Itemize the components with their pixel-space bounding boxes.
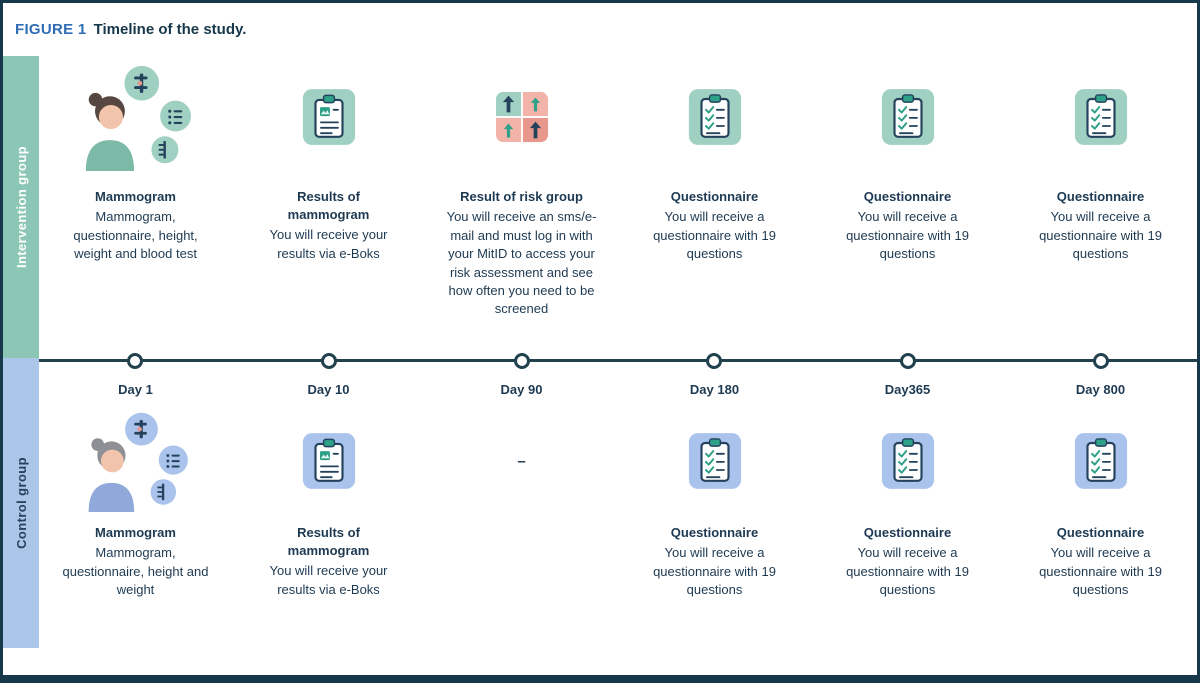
control-cell-day180: Questionnaire You will receive a questio… (618, 410, 811, 648)
day-label: Day 180 (689, 381, 740, 397)
mammogram-person-icon (78, 63, 194, 171)
intervention-cell-day90: Result of risk group You will receive an… (425, 56, 618, 358)
cell-heading: Result of risk group (460, 189, 583, 204)
questionnaire-icon (881, 432, 935, 490)
cell-body: You will receive a questionnaire with 19… (1039, 545, 1162, 598)
cell-heading: Questionnaire (670, 189, 759, 204)
cell-heading: Questionnaire (670, 525, 759, 540)
timeline-day-labels: Day 1 Day 10 Day 90 Day 180 Day365 Day 8… (39, 358, 1197, 410)
questionnaire-icon (688, 88, 742, 146)
no-activity-dash: – (517, 452, 526, 470)
day-label: Day 1 (118, 381, 153, 397)
mammogram-results-icon (302, 88, 356, 146)
cell-heading: Mammogram (95, 189, 176, 204)
intervention-cell-day180: Questionnaire You will receive a questio… (618, 56, 811, 358)
cell-body: You will receive your results via e-Boks (269, 563, 388, 597)
control-band: Control group Day 1 Day 10 Day 90 Day 18… (3, 358, 1197, 648)
control-cell-day1: Mammogram Mammogram, questionnaire, heig… (39, 410, 232, 648)
questionnaire-icon (881, 88, 935, 146)
questionnaire-icon (1074, 432, 1128, 490)
figure-label: FIGURE 1 (15, 21, 87, 38)
cell-heading: Questionnaire (1056, 189, 1145, 204)
cell-body: You will receive a questionnaire with 19… (846, 209, 969, 262)
control-cells: Mammogram Mammogram, questionnaire, heig… (39, 410, 1197, 648)
control-cell-day90: – (425, 410, 618, 648)
cell-heading: Results of mammogram (287, 525, 370, 559)
questionnaire-icon (688, 432, 742, 490)
cell-body: You will receive an sms/e-mail and must … (446, 209, 597, 317)
cell-heading: Questionnaire (863, 525, 952, 540)
control-group-sidebar: Control group (3, 358, 39, 648)
cell-body: Mammogram, questionnaire, height and wei… (62, 545, 209, 598)
day-label: Day 90 (500, 381, 543, 397)
timeline-axis (39, 359, 1197, 362)
control-cell-day800: Questionnaire You will receive a questio… (1004, 410, 1197, 648)
figure-title: Timeline of the study. (93, 21, 247, 38)
control-group-label: Control group (13, 457, 29, 549)
timeline-dot (513, 352, 530, 369)
intervention-band: Intervention group Mammogram Mammogram, … (3, 56, 1197, 358)
intervention-cell-day10: Results of mammogram You will receive yo… (232, 56, 425, 358)
control-cell-day10: Results of mammogram You will receive yo… (232, 410, 425, 648)
figure-header: FIGURE 1 Timeline of the study. (3, 3, 1197, 56)
control-cell-day365: Questionnaire You will receive a questio… (811, 410, 1004, 648)
timeline-dot (127, 352, 144, 369)
intervention-group-label: Intervention group (13, 145, 29, 269)
cell-body: You will receive a questionnaire with 19… (1039, 209, 1162, 262)
intervention-cell-day1: Mammogram Mammogram, questionnaire, heig… (39, 56, 232, 358)
cell-body: Mammogram, questionnaire, height, weight… (73, 209, 198, 262)
timeline-dot (899, 352, 916, 369)
timeline-dot (706, 352, 723, 369)
cell-body: You will receive a questionnaire with 19… (846, 545, 969, 598)
day-label: Day 800 (1075, 381, 1126, 397)
intervention-cell-day365: Questionnaire You will receive a questio… (811, 56, 1004, 358)
day-label: Day 10 (307, 381, 350, 397)
questionnaire-icon (1074, 88, 1128, 146)
intervention-cell-day800: Questionnaire You will receive a questio… (1004, 56, 1197, 358)
timeline-dot (320, 352, 337, 369)
mammogram-person-icon (81, 410, 191, 512)
cell-heading: Mammogram (95, 525, 176, 540)
cell-body: You will receive a questionnaire with 19… (653, 209, 776, 262)
cell-body: You will receive a questionnaire with 19… (653, 545, 776, 598)
cell-heading: Questionnaire (863, 189, 952, 204)
timeline-dot (1092, 352, 1109, 369)
mammogram-results-icon (302, 432, 356, 490)
intervention-cells: Mammogram Mammogram, questionnaire, heig… (39, 56, 1197, 358)
risk-group-icon (494, 90, 550, 144)
cell-body: You will receive your results via e-Boks (269, 227, 388, 261)
cell-heading: Questionnaire (1056, 525, 1145, 540)
day-label: Day365 (884, 381, 931, 397)
intervention-group-sidebar: Intervention group (3, 56, 39, 358)
cell-heading: Results of mammogram (287, 189, 370, 223)
